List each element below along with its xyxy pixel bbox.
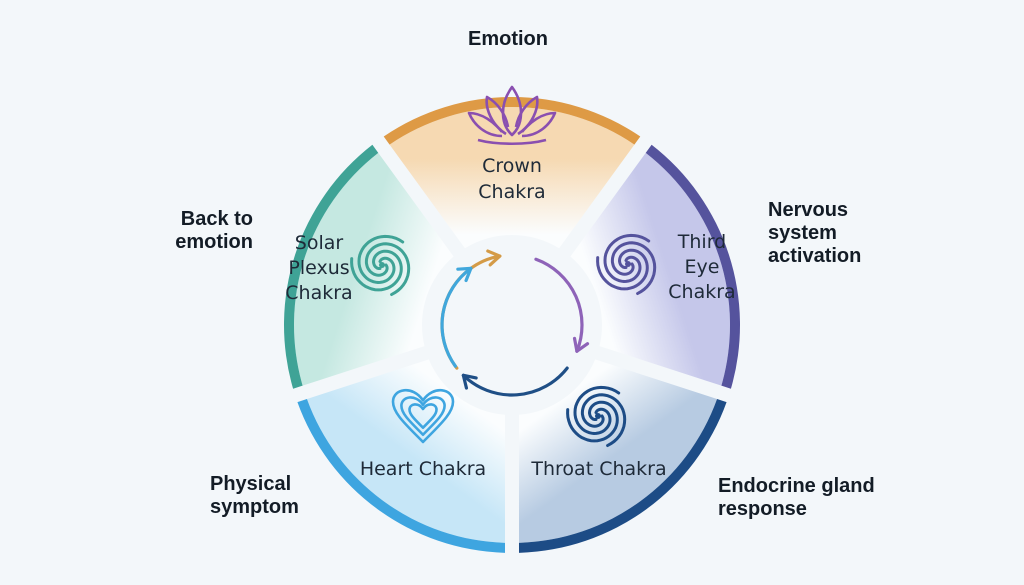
segment-label-throat: Throat Chakra — [530, 458, 666, 480]
segment-rim-crown — [383, 96, 641, 145]
label-endocrine-gland-response: Endocrine gland response — [718, 475, 875, 520]
cycle-arrowhead-1 — [486, 249, 502, 267]
heart-icon — [391, 389, 455, 444]
cycle-arrowhead-4 — [456, 266, 473, 283]
cycle-arrowhead-3 — [461, 373, 478, 390]
label-nervous-system-activation: Nervous system activation — [768, 199, 862, 267]
segment-heart — [306, 359, 506, 543]
segment-crown — [389, 106, 635, 249]
segment-throat — [518, 359, 718, 543]
segment-rim-third-eye — [645, 144, 740, 389]
segment-rim-heart — [297, 398, 506, 553]
cycle-arrow-2 — [534, 257, 584, 353]
lotus-icon — [467, 85, 557, 146]
segment-label-heart: Heart Chakra — [360, 458, 486, 480]
label-emotion: Emotion — [468, 28, 548, 50]
cycle-arrow-1 — [440, 254, 502, 370]
cycle-arrows — [440, 249, 590, 397]
segment-solar-plexus — [293, 152, 454, 386]
cycle-arrowhead-2 — [572, 336, 590, 353]
label-physical-symptom: Physical symptom — [210, 473, 299, 518]
label-back-to-emotion: Back to emotion — [175, 208, 253, 253]
segment-third-eye — [570, 152, 730, 386]
segment-rim-solar-plexus — [284, 144, 379, 389]
segment-rim-throat — [518, 398, 727, 553]
spiral-icon — [566, 385, 627, 447]
cycle-arrow-4 — [440, 266, 473, 368]
spiral-icon — [596, 233, 657, 295]
spiral-icon — [350, 234, 411, 296]
cycle-arrow-3 — [461, 366, 569, 397]
